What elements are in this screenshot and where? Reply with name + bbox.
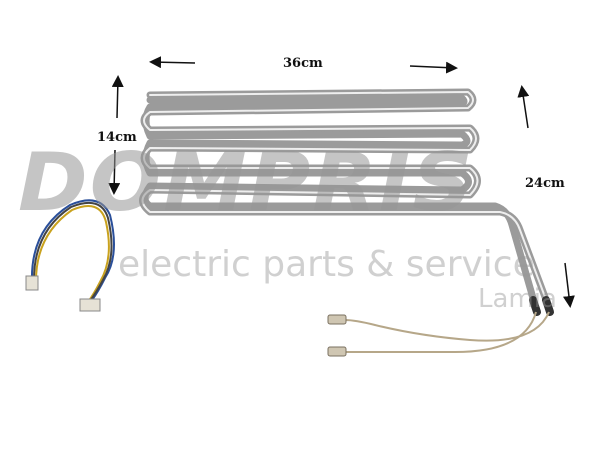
height-arrow-down	[108, 149, 121, 195]
height-arrow-up	[111, 75, 124, 119]
wiring-harness	[30, 199, 115, 303]
dimension-depth-label: 24cm	[525, 176, 565, 191]
width-arrow-left	[149, 56, 196, 69]
depth-arrow-down	[562, 262, 575, 308]
dimension-arrows	[108, 56, 575, 308]
harness-connectors	[25, 275, 101, 312]
width-arrow-right	[409, 61, 458, 74]
tube-end-cap-right	[542, 296, 554, 316]
tube-highlight	[141, 91, 549, 306]
defrost-heater-tube	[139, 88, 554, 316]
watermark-tagline: electric parts & service	[118, 244, 535, 285]
lead-wires	[344, 311, 550, 354]
watermark-city: Lamia	[478, 284, 557, 314]
tube-end-cap-left	[529, 296, 541, 316]
depth-arrow-up	[517, 85, 530, 129]
dimension-width-label: 36cm	[283, 56, 323, 71]
dimension-height-label: 14cm	[97, 130, 137, 145]
tube-loop-inner	[141, 93, 539, 309]
watermark-brand: DOMPRIS	[18, 136, 475, 230]
spade-terminals	[327, 314, 347, 357]
